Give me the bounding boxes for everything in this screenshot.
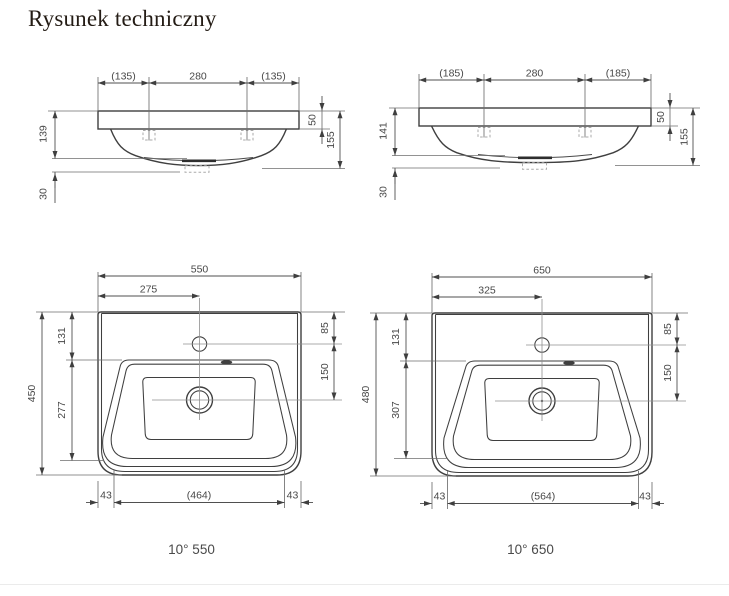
overflow-slot (563, 360, 575, 366)
dim-label: 131 (390, 328, 402, 346)
basin-rim-profile (97, 110, 300, 130)
dim-label: 85 (662, 323, 674, 335)
drain-hidden-outline (522, 162, 547, 170)
dim-label: 43 (287, 490, 299, 502)
caption-650: 10° 650 (507, 542, 554, 557)
basin-rim-profile (418, 107, 652, 127)
dim-label: 43 (639, 491, 651, 503)
dim-label: (564) (531, 491, 556, 503)
bowl-profile (110, 129, 287, 167)
basin-body-inner-edge (434, 313, 650, 474)
bottom-divider (0, 584, 729, 585)
dim-label: 280 (189, 71, 207, 83)
dim-label: (135) (111, 71, 136, 83)
dim-label: 155 (325, 131, 337, 149)
dim-label: 275 (140, 284, 158, 296)
dim-label: 85 (319, 322, 331, 334)
dim-label: 50 (655, 111, 667, 123)
dim-label: 277 (56, 401, 68, 419)
caption-550: 10° 550 (168, 542, 215, 557)
dim-label: 325 (478, 285, 496, 297)
basin-profile-650 (418, 107, 652, 170)
dim-label: 50 (307, 114, 319, 126)
dim-label: 450 (26, 385, 38, 403)
dimension-lines-550-side (48, 77, 345, 203)
basin-profile-550 (97, 110, 300, 173)
dim-label: 150 (319, 363, 331, 381)
dim-label: 131 (56, 327, 68, 345)
dimension-lines-550-plan (36, 272, 345, 508)
dim-label: 43 (434, 491, 446, 503)
dim-label: 155 (679, 128, 691, 146)
bowl-profile (431, 126, 639, 164)
dim-label: 280 (526, 68, 544, 80)
dim-label: (464) (187, 490, 212, 502)
dim-label: 141 (378, 122, 390, 140)
dim-label: (185) (606, 68, 631, 80)
dim-label: (135) (261, 71, 286, 83)
page-title: Rysunek techniczny (28, 6, 217, 31)
dimension-lines-650-plan (370, 273, 688, 509)
dim-label: 30 (38, 188, 50, 200)
dim-label: 43 (100, 490, 112, 502)
side-view-550: (135) 280 (135) 139 30 50 155 (38, 71, 345, 203)
dimension-lines-650-side (389, 74, 700, 200)
dim-label: 30 (378, 186, 390, 198)
side-view-650: (185) 280 (185) 141 30 50 155 (378, 68, 700, 200)
dim-label: (185) (439, 68, 464, 80)
overflow-slot (220, 360, 233, 365)
drain-hidden-outline (184, 165, 210, 173)
dim-label: 139 (38, 125, 50, 143)
dim-label: 480 (360, 386, 372, 404)
dim-label: 307 (390, 401, 402, 419)
dim-label: 550 (191, 264, 209, 276)
basin-body-inner-edge (100, 312, 299, 473)
plan-view-550: 550 275 450 131 277 85 150 43 (464) 43 1… (26, 264, 345, 557)
dim-label: 650 (533, 265, 551, 277)
dim-label: 150 (662, 364, 674, 382)
plan-view-650: 650 325 480 131 307 85 150 43 (564) 43 1… (360, 265, 688, 557)
